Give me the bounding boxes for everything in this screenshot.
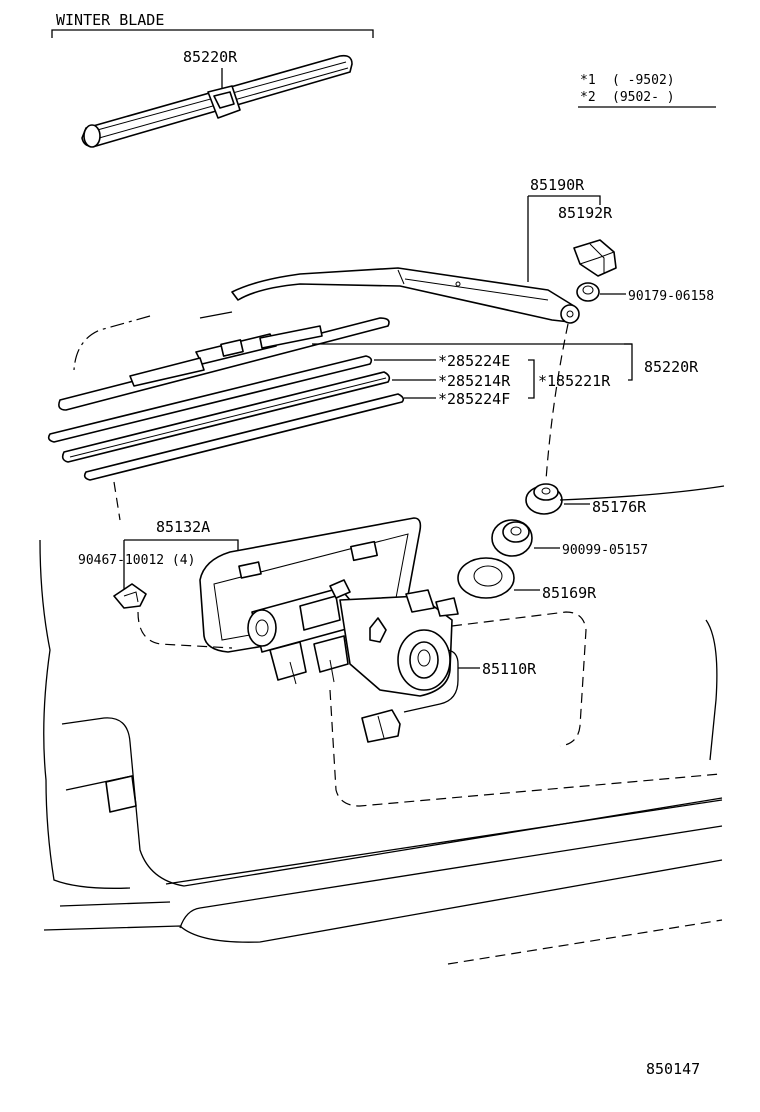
- legend-note2-range: (9502- ): [612, 90, 675, 105]
- wiper-blade-drawing[interactable]: [58, 317, 390, 411]
- arm-nut-drawing[interactable]: [576, 282, 600, 302]
- lower-body-line-2: [165, 799, 723, 885]
- label-arm-nut[interactable]: 90179-06158: [628, 289, 714, 304]
- label-bushing[interactable]: 85176R: [592, 498, 647, 516]
- winter-blade-group: WINTER BLADE 85220R: [51, 11, 374, 148]
- bushing-group: 85176R: [525, 483, 647, 516]
- label-rubber-f[interactable]: *285224F: [438, 390, 510, 408]
- bumper-line-2: [179, 825, 723, 929]
- lower-body-line: [61, 717, 723, 887]
- bracket-blade-sub: [528, 359, 535, 399]
- label-blade-assy[interactable]: 85220R: [644, 358, 699, 376]
- diagram-number: 850147: [646, 1060, 700, 1078]
- bracket-blade-assy: [624, 343, 633, 381]
- legend-note2-mark: *2: [580, 90, 596, 105]
- grommet-drawing[interactable]: [491, 519, 533, 557]
- wiper-arm-drawing[interactable]: [231, 267, 580, 324]
- bumper-line-3: [447, 919, 723, 965]
- label-motor[interactable]: 85110R: [482, 660, 537, 678]
- arm-cap-drawing[interactable]: [573, 239, 617, 277]
- grommet-group: 90099-05157: [491, 519, 648, 558]
- shaft-axis-line: [545, 323, 569, 481]
- leader-arm-top: [528, 195, 601, 205]
- plate-recess-right: [451, 611, 587, 747]
- body-left-curve: [39, 539, 131, 889]
- wiper-arm-group: 85190R 85192R 90179-06158: [231, 176, 714, 324]
- winter-blade-drawing[interactable]: [81, 54, 353, 148]
- label-clip[interactable]: 90467-10012 (4): [78, 553, 195, 568]
- plate-recess-bottom: [329, 689, 721, 807]
- motor-group: 85110R: [247, 579, 537, 743]
- legend-note1-mark: *1: [580, 73, 596, 88]
- vehicle-outline: [39, 311, 725, 965]
- clip-drawing[interactable]: [113, 583, 147, 609]
- label-rubber-e[interactable]: *285224E: [438, 352, 510, 370]
- motor-harness: [403, 649, 459, 713]
- label-wiper-arm[interactable]: 85190R: [530, 176, 585, 194]
- winter-blade-label: WINTER BLADE: [56, 11, 164, 29]
- bushing-drawing[interactable]: [525, 483, 563, 515]
- bumper-line-0: [59, 901, 171, 907]
- label-grommet[interactable]: 90099-05157: [562, 543, 648, 558]
- body-right-edge: [705, 619, 718, 761]
- rubber-r-drawing[interactable]: [61, 371, 391, 463]
- motor-drawing[interactable]: [247, 579, 459, 697]
- label-arm-cap[interactable]: 85192R: [558, 204, 613, 222]
- label-seal[interactable]: 85169R: [542, 584, 597, 602]
- label-rubber-r[interactable]: *285214R: [438, 372, 511, 390]
- seal-drawing[interactable]: [457, 557, 515, 599]
- glass-edge-mid: [199, 311, 233, 319]
- seal-group: 85169R: [457, 557, 597, 602]
- handle-recess: [105, 775, 137, 813]
- label-winter-blade-part[interactable]: 85220R: [183, 48, 238, 66]
- glass-edge-top: [73, 315, 151, 371]
- cover-outline-hidden: [137, 611, 233, 649]
- motor-connector-drawing[interactable]: [361, 709, 401, 743]
- door-edge-left: [113, 481, 121, 521]
- rubber-e-drawing[interactable]: [47, 355, 373, 443]
- wiper-blade-group: *285224E *285214R *285224F *185221R 8522…: [47, 317, 699, 481]
- legend: *1 ( -9502) *2 (9502- ): [578, 73, 716, 108]
- label-blade-sub[interactable]: *185221R: [538, 372, 611, 390]
- winter-blade-bracket: [51, 29, 374, 38]
- bumper-line-1: [43, 859, 723, 943]
- label-cover[interactable]: 85132A: [156, 518, 210, 536]
- door-edge-right: [559, 485, 725, 501]
- rubber-f-drawing[interactable]: [83, 393, 405, 481]
- legend-note1-range: ( -9502): [612, 73, 675, 88]
